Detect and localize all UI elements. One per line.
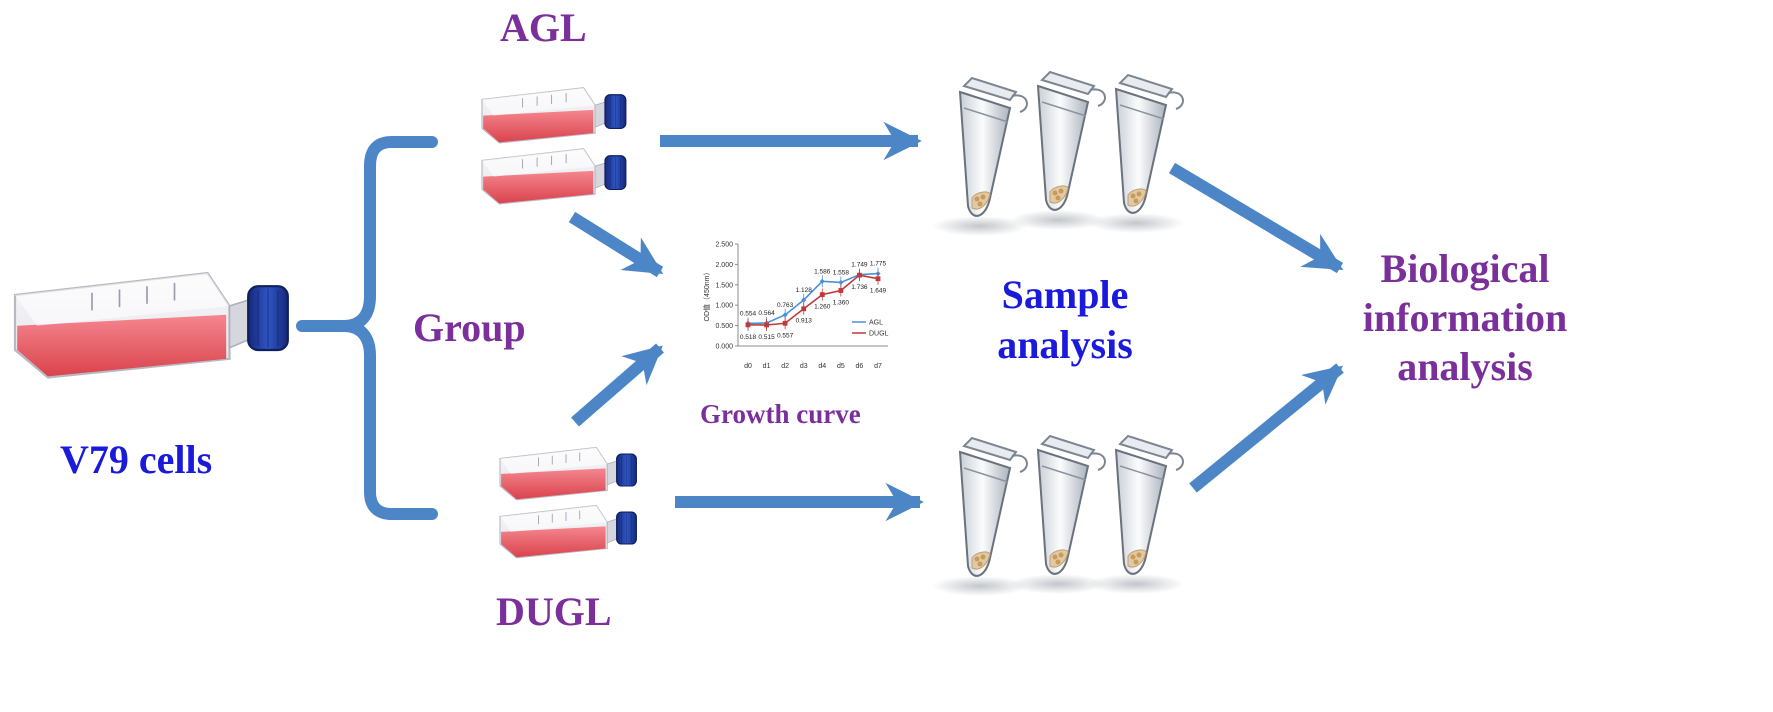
bio-line-2: information	[1362, 294, 1568, 340]
data-label: 1.775	[870, 261, 887, 268]
y-tick-label: 0.000	[715, 344, 733, 351]
data-point-dugl	[875, 276, 881, 282]
tube-icon-top-2	[1009, 71, 1107, 231]
data-point-dugl	[801, 306, 807, 312]
data-point-dugl	[745, 322, 751, 328]
data-label: 1.128	[796, 287, 813, 294]
data-point-dugl	[838, 288, 844, 293]
series-line-dugl	[747, 274, 879, 326]
growth-curve-label: Growth curve	[700, 399, 861, 429]
data-label: 0.564	[758, 310, 775, 317]
data-point-dugl	[764, 322, 769, 328]
group-label: Group	[413, 305, 526, 350]
x-tick-label: d1	[763, 363, 771, 370]
bio-line-3: analysis	[1397, 343, 1533, 389]
tube-icon-bottom-1	[931, 437, 1029, 597]
data-point-agl	[819, 278, 825, 284]
data-label: 1.260	[814, 304, 831, 311]
agl-flask-icon-1	[481, 87, 627, 144]
biological-information-analysis-label: Biological information analysis	[1355, 245, 1575, 391]
arrow-icon-samples-to-bio-top	[1168, 162, 1344, 274]
data-point-dugl	[857, 272, 862, 278]
data-label: 1.360	[833, 300, 850, 307]
y-tick-label: 0.500	[715, 323, 733, 330]
x-tick-label: d5	[837, 363, 845, 370]
legend-label-dugl: DUGL	[869, 331, 889, 338]
chart-series	[745, 267, 881, 331]
v79-flask-icon	[13, 271, 289, 379]
arrow-icon-samples-to-bio-bottom	[1189, 363, 1344, 493]
tube-icon-top-3	[1087, 74, 1185, 234]
data-label: 0.557	[777, 332, 794, 339]
x-tick-label: d2	[781, 363, 789, 370]
data-label: 1.749	[851, 262, 868, 269]
chart-legend: AGL DUGL	[852, 320, 889, 338]
left-brace-icon	[296, 136, 438, 520]
dugl-flask-icon-1	[499, 446, 637, 501]
data-point-agl	[801, 297, 807, 303]
bio-line-1: Biological	[1380, 246, 1550, 291]
agl-label: AGL	[500, 5, 587, 50]
data-label: 0.913	[796, 318, 813, 325]
data-point-agl	[782, 312, 788, 318]
data-point-dugl	[819, 292, 825, 297]
dugl-flask-icon-2	[499, 504, 637, 559]
tube-icon-top-1	[931, 77, 1029, 237]
data-point-agl	[838, 279, 844, 286]
data-label: 0.518	[740, 334, 757, 341]
growth-curve-chart: 0.000 0.500 1.000 1.500 2.000 2.500 d0 d1 d2 d3 d4…	[702, 242, 889, 371]
data-label: 1.649	[870, 288, 887, 295]
y-axis-label: OD值（450nm）	[702, 269, 711, 322]
series-line-agl	[747, 272, 879, 325]
y-tick-label: 1.000	[715, 303, 733, 310]
sample-analysis-line-2: analysis	[997, 322, 1133, 367]
data-label: 1.736	[851, 284, 868, 291]
dugl-label: DUGL	[496, 589, 612, 634]
x-tick-label: d4	[818, 363, 826, 370]
x-tick-label: d0	[744, 363, 752, 370]
data-label: 0.515	[758, 334, 775, 341]
x-tick-label: d6	[856, 363, 864, 370]
tube-icon-bottom-3	[1087, 435, 1185, 595]
legend-label-agl: AGL	[869, 320, 883, 327]
v79-cells-label: V79 cells	[60, 437, 213, 482]
data-label: 0.554	[740, 310, 757, 317]
arrow-icon-agl-to-growth	[568, 211, 664, 278]
data-label: 1.586	[814, 268, 831, 275]
tube-icon-bottom-2	[1009, 435, 1107, 595]
sample-analysis-label: Sample analysis	[970, 270, 1160, 370]
y-tick-label: 1.500	[715, 282, 733, 289]
arrow-icon-dugl-to-growth	[571, 343, 664, 427]
x-tick-label: d7	[874, 363, 882, 370]
x-tick-label: d3	[800, 363, 808, 370]
chart-axes: 0.000 0.500 1.000 1.500 2.000 2.500 d0 d1 d2 d3 d4…	[702, 242, 888, 370]
agl-flask-icon-2	[481, 148, 627, 205]
data-label: 0.763	[777, 302, 794, 309]
y-tick-label: 2.500	[715, 242, 733, 249]
sample-analysis-line-1: Sample	[1001, 272, 1129, 317]
data-label: 1.558	[833, 269, 850, 276]
y-tick-label: 2.000	[715, 262, 733, 269]
data-point-dugl	[782, 320, 788, 326]
